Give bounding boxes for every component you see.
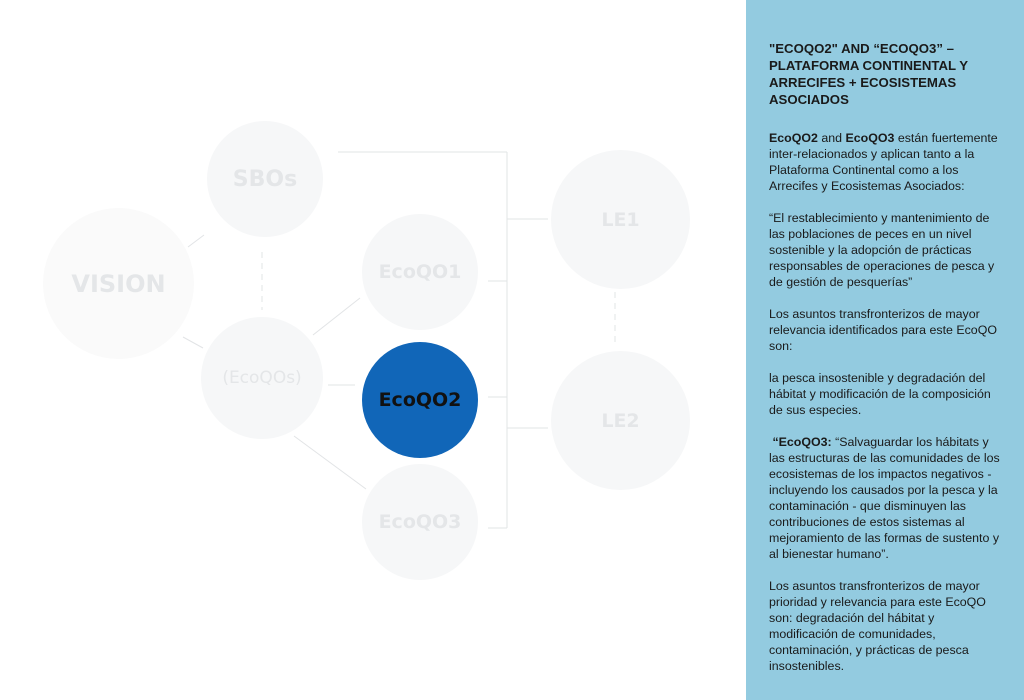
node-ecoqo3[interactable]: EcoQO3 <box>362 464 478 580</box>
text: están fuertemente inter-relacionados y a… <box>769 131 998 193</box>
term: EcoQO2 <box>769 131 818 145</box>
text: and <box>817 131 846 145</box>
text: “Salvaguardar los hábitats y las estruct… <box>769 435 1000 561</box>
node-ecoqo1[interactable]: EcoQO1 <box>362 214 478 330</box>
node-label: LE1 <box>601 208 640 231</box>
node-label: EcoQO2 <box>378 389 462 411</box>
node-le2[interactable]: LE2 <box>551 351 690 490</box>
info-panel: "ECOQO2" AND “ECOQO3” – PLATAFORMA CONTI… <box>746 0 1024 700</box>
panel-intro: EcoQO2 and EcoQO3 están fuertemente inte… <box>769 130 1002 194</box>
node-ecoqo2[interactable]: EcoQO2 <box>362 342 478 458</box>
node-sbos[interactable]: SBOs <box>207 121 323 237</box>
node-label: (EcoQOs) <box>222 368 302 388</box>
node-label: EcoQO1 <box>378 261 462 283</box>
term: “EcoQO3: <box>769 435 832 449</box>
panel-title: "ECOQO2" AND “ECOQO3” – PLATAFORMA CONTI… <box>769 41 968 107</box>
node-vision[interactable]: VISION <box>43 208 194 359</box>
arrow-vision-sbos <box>187 234 205 248</box>
node-ecoqos[interactable]: (EcoQOs) <box>201 317 323 439</box>
panel-issues-heading: Los asuntos transfronterizos de mayor re… <box>769 307 997 353</box>
panel-issues: la pesca insostenible y degradación del … <box>769 371 991 417</box>
node-label: SBOs <box>232 166 298 192</box>
arrow-ecoqos-ecoqo3 <box>293 435 367 490</box>
arrow-ecoqos-ecoqo1 <box>312 297 361 336</box>
panel-quote-ecoqo2: “El restablecimiento y mantenimiento de … <box>769 211 995 289</box>
node-label: LE2 <box>601 409 640 432</box>
node-label: EcoQO3 <box>378 511 462 533</box>
panel-priority-issues: Los asuntos transfronterizos de mayor pr… <box>769 579 986 673</box>
node-label: VISION <box>71 269 166 298</box>
panel-quote-ecoqo3: “EcoQO3: “Salvaguardar los hábitats y la… <box>769 434 1002 562</box>
term: EcoQO3 <box>845 131 895 145</box>
node-le1[interactable]: LE1 <box>551 150 690 289</box>
connector-lines <box>182 151 616 529</box>
arrow-vision-ecoqos <box>182 336 204 349</box>
